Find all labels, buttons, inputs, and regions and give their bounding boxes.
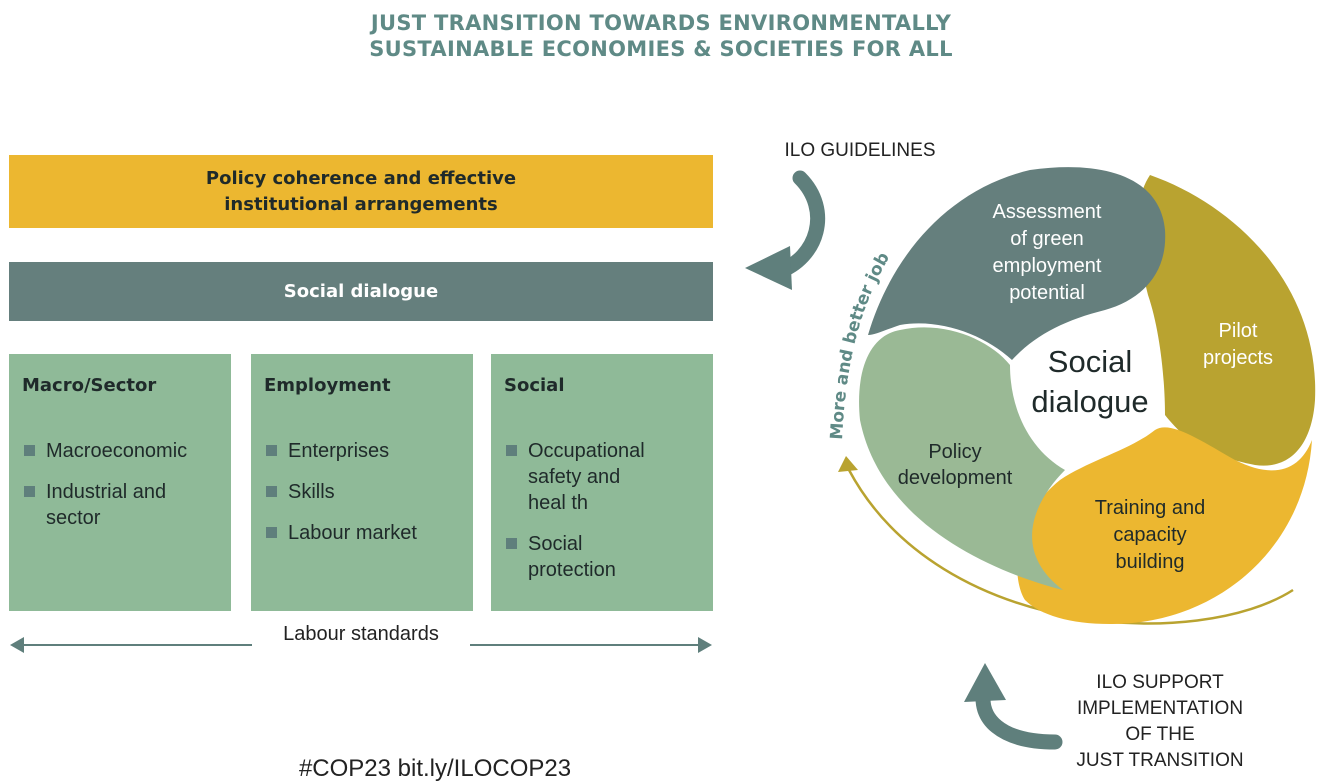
ilo-guidelines-label: ILO GUIDELINES (784, 140, 936, 161)
square-bullet-icon (266, 486, 277, 497)
policy-band-line-2: institutional arrangements (224, 193, 498, 215)
list-item: Enterprises (264, 438, 463, 464)
svg-text:dialogue: dialogue (1031, 384, 1148, 419)
labour-standards-arrow (10, 637, 712, 653)
petal-training-capacity (1017, 427, 1312, 625)
svg-text:Assessment: Assessment (993, 201, 1102, 223)
square-bullet-icon (506, 445, 517, 456)
social-dialogue-band: Social dialogue (9, 262, 713, 321)
column-macro-sector: Macro/Sector Macroeconomic Industrial an… (9, 354, 231, 611)
petal-policy-development (859, 327, 1065, 590)
svg-text:Pilot: Pilot (1219, 320, 1258, 342)
square-bullet-icon (266, 445, 277, 456)
column-heading: Social (504, 375, 565, 396)
svg-text:building: building (1116, 551, 1185, 573)
svg-text:of green: of green (1010, 228, 1083, 250)
square-bullet-icon (266, 527, 277, 538)
petal-pilot-projects (1137, 175, 1316, 466)
training-capacity-text: Training and capacity building (1095, 497, 1205, 573)
ilo-guidelines-arrow-icon (745, 170, 825, 290)
ilo-support-arrow-icon (964, 663, 1063, 750)
svg-text:Social: Social (1048, 344, 1132, 379)
square-bullet-icon (24, 445, 35, 456)
column-heading: Employment (264, 375, 391, 396)
policy-development-text: Policy development (898, 441, 1013, 489)
social-dialogue-band-label: Social dialogue (283, 280, 439, 302)
svg-text:Training and: Training and (1095, 497, 1205, 519)
hashtag-link-text: #COP23 bit.ly/ILOCOP23 (298, 755, 572, 782)
list-item: Skills (264, 479, 463, 505)
petal-assessment (868, 167, 1166, 360)
policy-coherence-band: Policy coherence and effective instituti… (9, 155, 713, 228)
ilo-support-label: ILO SUPPORT IMPLEMENTATION OF THE JUST T… (1076, 672, 1244, 771)
square-bullet-icon (24, 486, 35, 497)
column-employment: Employment Enterprises Skills Labour mar… (251, 354, 473, 611)
square-bullet-icon (506, 538, 517, 549)
policy-band-line-1: Policy coherence and effective (205, 167, 517, 189)
list-item: Macroeconomic (22, 438, 221, 464)
labour-standards-label: Labour standards (283, 623, 439, 645)
pilot-projects-text: Pilot projects (1203, 320, 1273, 369)
title-line-2: SUSTAINABLE ECONOMIES & SOCIETIES FOR AL… (369, 37, 953, 61)
page-title: JUST TRANSITION TOWARDS ENVIRONMENTALLY … (0, 10, 1322, 62)
assessment-text: Assessment of green employment potential (993, 201, 1102, 304)
svg-text:potential: potential (1009, 282, 1085, 304)
svg-text:employment: employment (993, 255, 1102, 277)
svg-text:capacity: capacity (1113, 524, 1186, 546)
list-item: Labour market (264, 520, 463, 546)
svg-text:development: development (898, 467, 1013, 489)
title-line-1: JUST TRANSITION TOWARDS ENVIRONMENTALLY (370, 11, 952, 35)
center-social-dialogue: Social dialogue (1031, 344, 1148, 419)
svg-text:projects: projects (1203, 347, 1273, 369)
column-heading: Macro/Sector (22, 375, 157, 396)
svg-text:Policy: Policy (928, 441, 981, 463)
